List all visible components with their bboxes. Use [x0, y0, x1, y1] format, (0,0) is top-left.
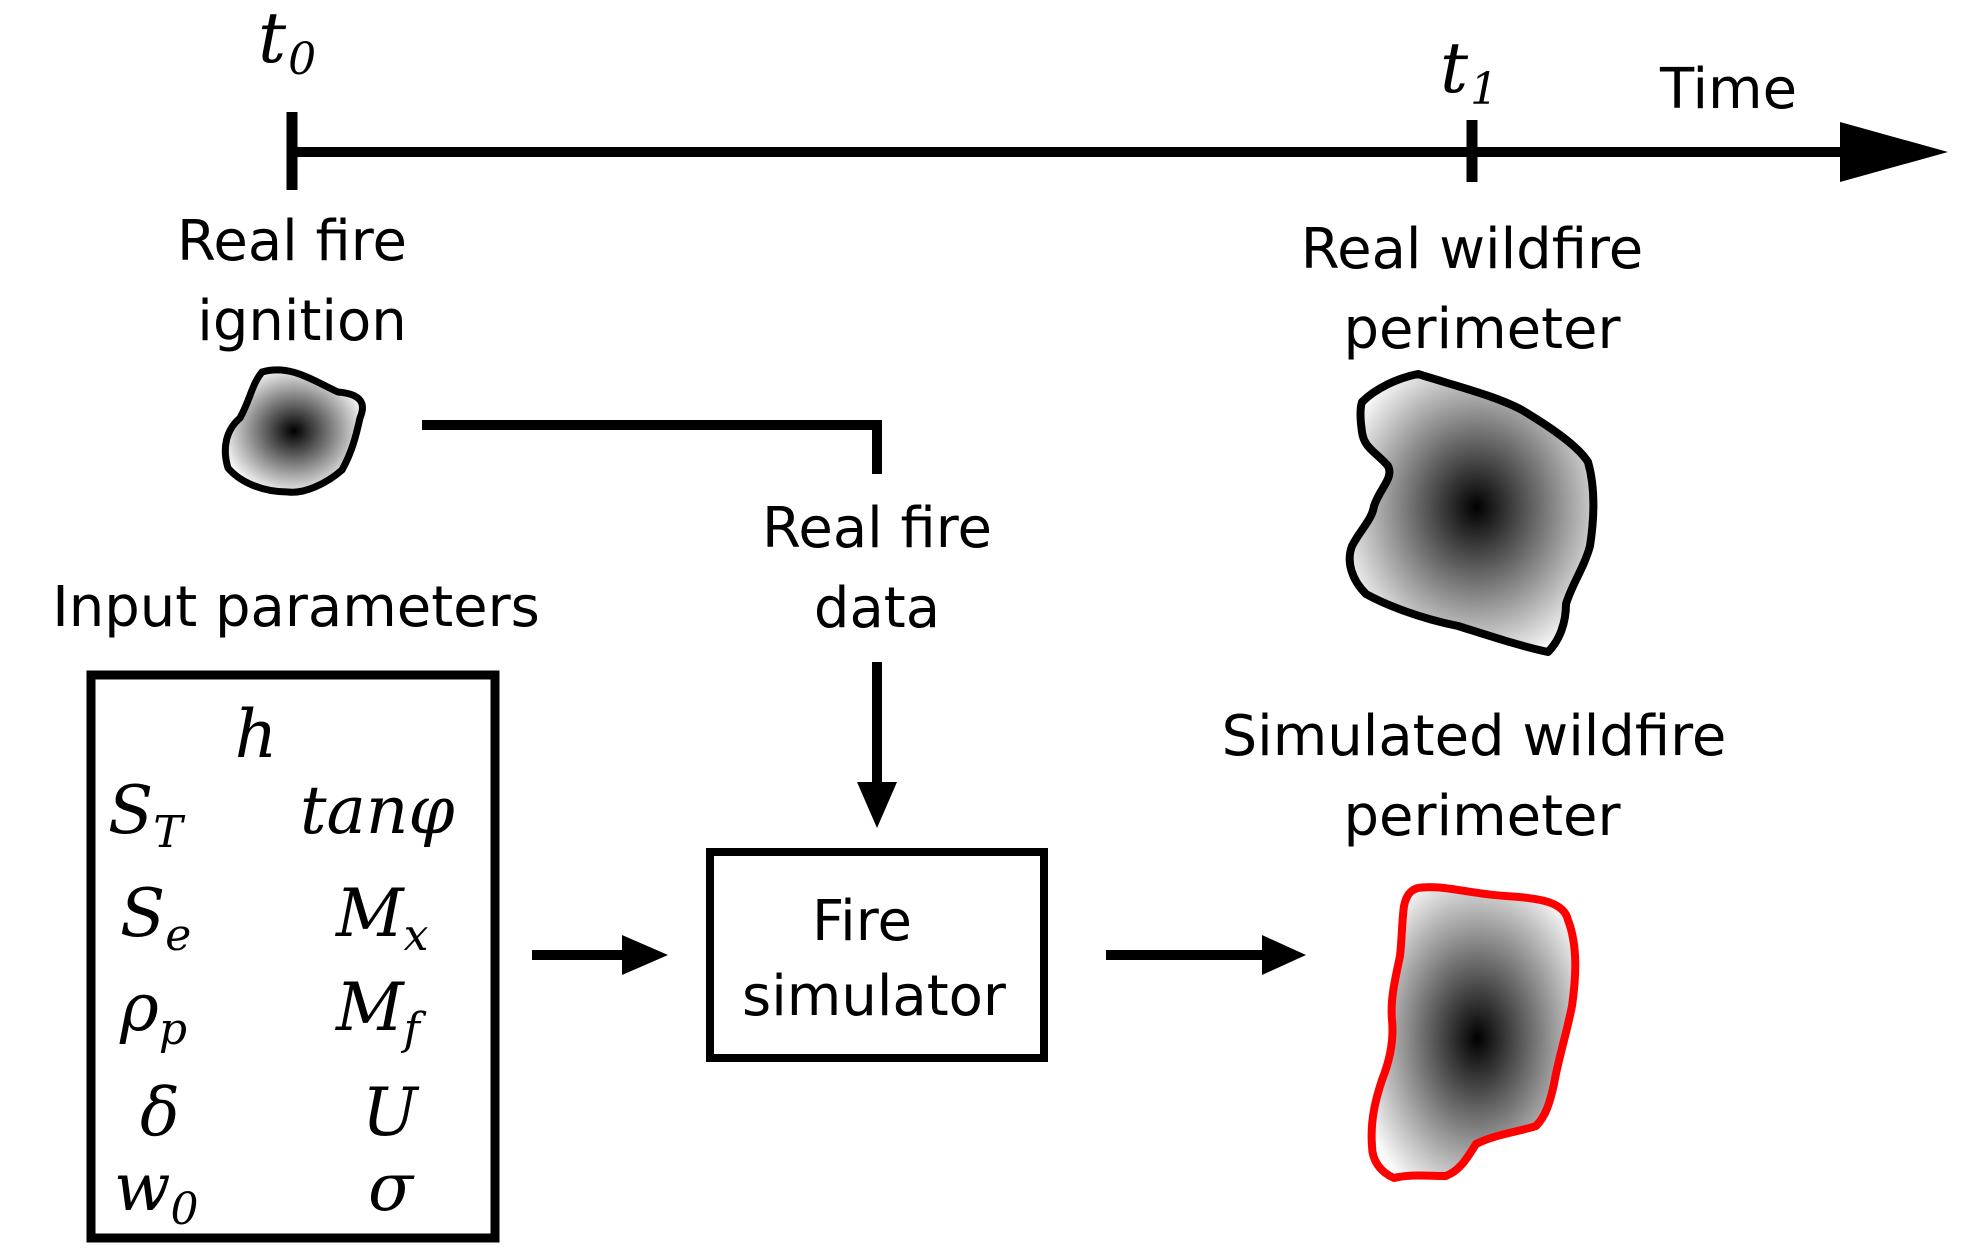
real-fire-data-label-line1: Real fire: [762, 496, 992, 561]
param-U: U: [362, 1074, 420, 1151]
time-axis-label: Time: [1659, 57, 1797, 122]
data-arrow-head: [857, 782, 897, 828]
param-M-f: Mf: [335, 969, 427, 1055]
real-wildfire-perimeter: Real wildfire perimeter: [1301, 217, 1644, 656]
real-wildfire-perimeter-label-line2: perimeter: [1343, 297, 1621, 362]
real-fire-data: Real fire data: [762, 496, 992, 828]
ignition-connector: [422, 420, 882, 474]
simulated-wildfire-perimeter: Simulated wildfire perimeter: [1222, 704, 1727, 1182]
real-fire-ignition: Real fire ignition: [177, 209, 407, 496]
fire-simulator-label-line1: Fire: [812, 889, 912, 954]
param-rho-p: ρp: [119, 969, 187, 1055]
real-fire-ignition-label-line2: ignition: [197, 289, 406, 354]
param-tan-phi: tanφ: [300, 772, 455, 849]
input-parameters-label: Input parameters: [52, 575, 540, 640]
fire-simulator-box: [706, 848, 1048, 1062]
param-S-T: ST: [108, 772, 186, 858]
param-h: h: [235, 696, 278, 773]
ignition-blob: [221, 366, 366, 496]
t0-label: t0: [258, 0, 316, 85]
input-to-simulator-arrow: [532, 935, 668, 975]
fire-simulator-label-line2: simulator: [742, 964, 1007, 1029]
simulated-wildfire-perimeter-label-line2: perimeter: [1343, 784, 1621, 849]
real-fire-ignition-label-line1: Real fire: [177, 209, 407, 274]
input-parameters: Input parameters h ST Se ρp δ w0 tanφ Mx…: [52, 575, 540, 1243]
timeline: t0 t1 Time: [258, 0, 1948, 190]
time-axis-arrowhead: [1840, 122, 1948, 182]
real-perimeter-blob: [1345, 370, 1598, 656]
param-delta: δ: [140, 1074, 180, 1151]
simulator-to-output-arrow: [1106, 935, 1306, 975]
param-sigma: σ: [368, 1149, 415, 1226]
param-w0: w0: [114, 1149, 199, 1235]
input-parameters-box: [86, 670, 500, 1243]
param-M-x: Mx: [335, 875, 429, 961]
param-S-e: Se: [120, 875, 191, 961]
simulated-perimeter-blob: [1367, 883, 1580, 1182]
t1-label: t1: [1440, 27, 1498, 115]
fire-simulator: Fire simulator: [706, 848, 1048, 1062]
simulated-wildfire-perimeter-label-line1: Simulated wildfire: [1222, 704, 1727, 769]
real-wildfire-perimeter-label-line1: Real wildfire: [1301, 217, 1644, 282]
real-fire-data-label-line2: data: [814, 576, 940, 641]
